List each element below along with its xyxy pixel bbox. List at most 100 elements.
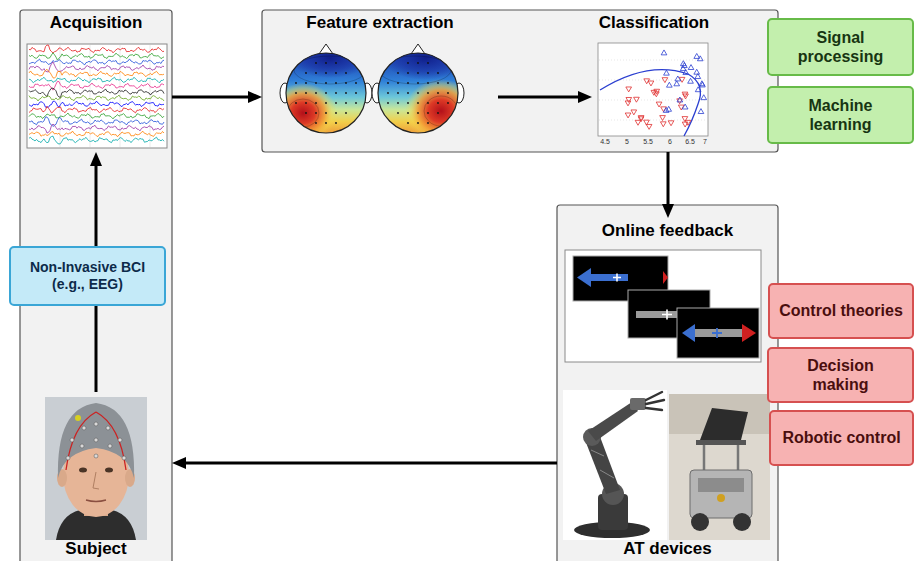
electrode-dots — [325, 92, 327, 94]
scatter-points — [682, 117, 688, 122]
plot-grid — [599, 60, 707, 61]
scatter-points — [661, 50, 667, 55]
arrow-connector — [498, 96, 584, 99]
electrode-dots — [407, 72, 409, 74]
mobile-robot-photo — [696, 440, 746, 445]
plot-grid — [599, 80, 707, 81]
box-label: Robotic control — [782, 428, 900, 447]
stage-panel: Feature extraction — [262, 10, 498, 152]
electrode-dots — [345, 112, 347, 114]
robot-arm-photo — [630, 398, 646, 410]
electrode-dots — [94, 438, 98, 442]
electrode-dots — [407, 102, 409, 104]
subject-photo — [93, 472, 99, 489]
eeg-traces — [29, 117, 164, 127]
electrode-dots — [387, 92, 389, 94]
stage-panel: Subject — [20, 392, 172, 561]
electrode-dots — [325, 122, 327, 124]
electrode-dots — [397, 102, 399, 104]
feedback-screens — [613, 274, 621, 282]
stage-panel: Acquisition — [20, 10, 172, 152]
box-label: Non-Invasive BCI (e.g., EEG) — [16, 259, 159, 293]
subject-photo — [75, 415, 81, 421]
mobile-robot-photo — [717, 494, 725, 502]
electrode-dots — [437, 82, 439, 84]
scatter-points — [701, 95, 707, 100]
eeg-traces — [29, 45, 164, 147]
topographic-map-right — [378, 53, 458, 133]
scatter-points — [668, 121, 674, 126]
topographic-map-left — [269, 83, 337, 143]
scatter-plot — [600, 70, 700, 136]
scatter-points — [680, 66, 686, 71]
feedback-screens — [692, 329, 742, 337]
electrode-dots — [387, 62, 449, 124]
electrode-dots — [437, 92, 439, 94]
scatter-plot — [598, 43, 708, 136]
electrode-dots — [417, 112, 419, 114]
electrode-dots — [437, 112, 439, 114]
axis-tick: 7 — [703, 138, 707, 145]
topographic-map-left — [269, 38, 372, 143]
electrode-dots — [66, 422, 126, 460]
box-label: Decision making — [777, 356, 904, 394]
scatter-points — [666, 106, 672, 111]
scatter-plot — [598, 43, 708, 136]
electrode-dots — [335, 122, 337, 124]
electrode-dots — [305, 102, 307, 104]
feedback-screens — [577, 268, 591, 287]
electrode-dots — [447, 82, 449, 84]
electrode-dots — [82, 426, 86, 430]
eeg-traces — [90, 45, 91, 147]
electrode-dots — [417, 92, 419, 94]
subject-photo — [105, 468, 113, 473]
electrode-dots — [325, 82, 327, 84]
box-label: Machine learning — [777, 96, 904, 134]
scatter-points — [626, 87, 632, 92]
scatter-points — [688, 65, 694, 70]
electrode-dots — [315, 82, 317, 84]
electrode-dots — [397, 82, 399, 84]
feedback-screens — [586, 274, 628, 281]
field-box: Machine learning — [767, 86, 914, 144]
topographic-map-right — [424, 96, 458, 126]
topographic-map-left — [290, 38, 370, 78]
axis-tick: 6.5 — [685, 138, 695, 145]
electrode-dots — [355, 82, 357, 84]
panel-backgrounds — [557, 205, 778, 561]
electrode-dots — [417, 72, 419, 74]
axis-tick: 5 — [625, 138, 629, 145]
feedback-screens — [663, 271, 668, 284]
electrode-dots — [335, 62, 337, 64]
electrode-dots — [345, 82, 347, 84]
scatter-points — [648, 81, 654, 86]
scatter-points — [688, 78, 694, 83]
robot-arm-photo — [563, 390, 667, 540]
feedback-screens — [712, 328, 722, 338]
electrode-dots — [335, 92, 337, 94]
subject-photo — [45, 397, 147, 540]
mobile-robot-photo — [698, 478, 744, 492]
scatter-points — [625, 50, 706, 129]
scatter-points — [660, 116, 666, 121]
electrode-dots — [315, 102, 317, 104]
feedback-screens — [565, 250, 761, 362]
scatter-points — [694, 69, 700, 74]
scatter-points — [698, 109, 704, 114]
eeg-traces — [29, 136, 164, 144]
field-box: Control theories — [768, 283, 914, 339]
electrode-dots — [335, 112, 337, 114]
scatter-points — [634, 97, 640, 102]
electrode-dots — [427, 62, 429, 64]
panel-backgrounds — [262, 10, 778, 152]
field-box: Decision making — [767, 347, 914, 403]
topographic-map-left — [294, 56, 366, 84]
electrode-dots — [427, 72, 429, 74]
robot-arm-photo — [591, 450, 614, 478]
electrode-dots — [345, 102, 347, 104]
electrode-dots — [355, 102, 357, 104]
axis-tick: 6 — [668, 138, 672, 145]
eeg-traces — [29, 53, 164, 60]
interface-box: Non-Invasive BCI (e.g., EEG) — [9, 246, 166, 306]
subject-photo — [58, 403, 134, 478]
